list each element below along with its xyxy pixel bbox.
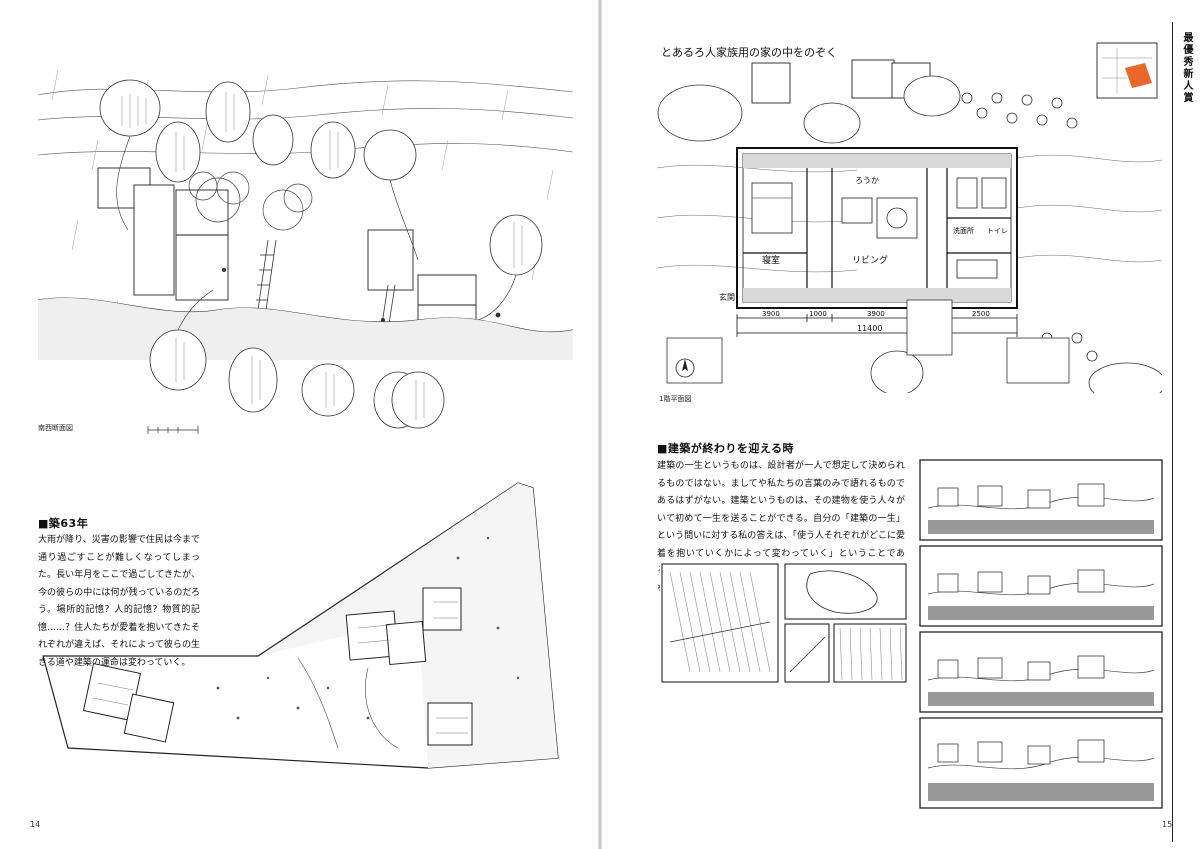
section-caption: 南西断面図: [38, 424, 73, 432]
right-page: 最優秀新人賞 とあるろ人家族用の家の中をのぞく: [602, 0, 1200, 849]
section-drawing: [38, 60, 573, 445]
manga-strip-svg: [919, 459, 1163, 809]
plan-dim-1: 1000: [809, 310, 827, 318]
floor-plan-drawing-svg: とあるろ人家族用の家の中をのぞく: [657, 42, 1162, 393]
plan-room-3: 玄関: [719, 292, 735, 302]
award-tab: [1172, 22, 1200, 842]
page-number-right: 15: [1162, 820, 1173, 829]
plan-dim-2: 3900: [867, 310, 885, 318]
plan-title: とあるろ人家族用の家の中をのぞく: [661, 45, 837, 59]
plan-room-1: リビング: [852, 254, 888, 266]
manga-frames-cluster: [660, 562, 910, 684]
manga-frames-svg: [661, 563, 907, 683]
section-drawing-svg: [38, 69, 573, 434]
site-plan-drawing-svg: [42, 482, 559, 769]
plan-room-4: 洗面所: [953, 226, 974, 235]
manga-strip: [918, 458, 1164, 810]
plan-room-0: 寝室: [762, 254, 780, 266]
article-heading: ■築63年: [38, 517, 89, 530]
plan-dim-4: 2500: [972, 310, 990, 318]
plan-room-5: トイレ: [987, 227, 1008, 235]
page-gutter: [598, 0, 602, 849]
article-body: 大雨が降り、災害の影響で住民は今まで通り過ごすことが難しくなってしまった。長い年…: [38, 535, 200, 668]
award-label: 最優秀新人賞: [1181, 32, 1192, 104]
page-number-left: 14: [30, 820, 41, 829]
plan-dim-0: 3900: [762, 310, 780, 318]
left-page: 南西断面図 ■築63年 大雨が降り、災害の影響で住民は今まで通り過ごすことが難し…: [0, 0, 598, 849]
site-plan-drawing: [38, 478, 573, 793]
plan-dim-5: 11400: [857, 324, 882, 333]
article-heading-right: ■建築が終わりを迎える時: [657, 442, 795, 455]
floor-plan-drawing: とあるろ人家族用の家の中をのぞく: [657, 38, 1162, 393]
plan-room-2: ろうか: [855, 176, 879, 185]
plan-caption: 1階平面図: [659, 395, 692, 403]
